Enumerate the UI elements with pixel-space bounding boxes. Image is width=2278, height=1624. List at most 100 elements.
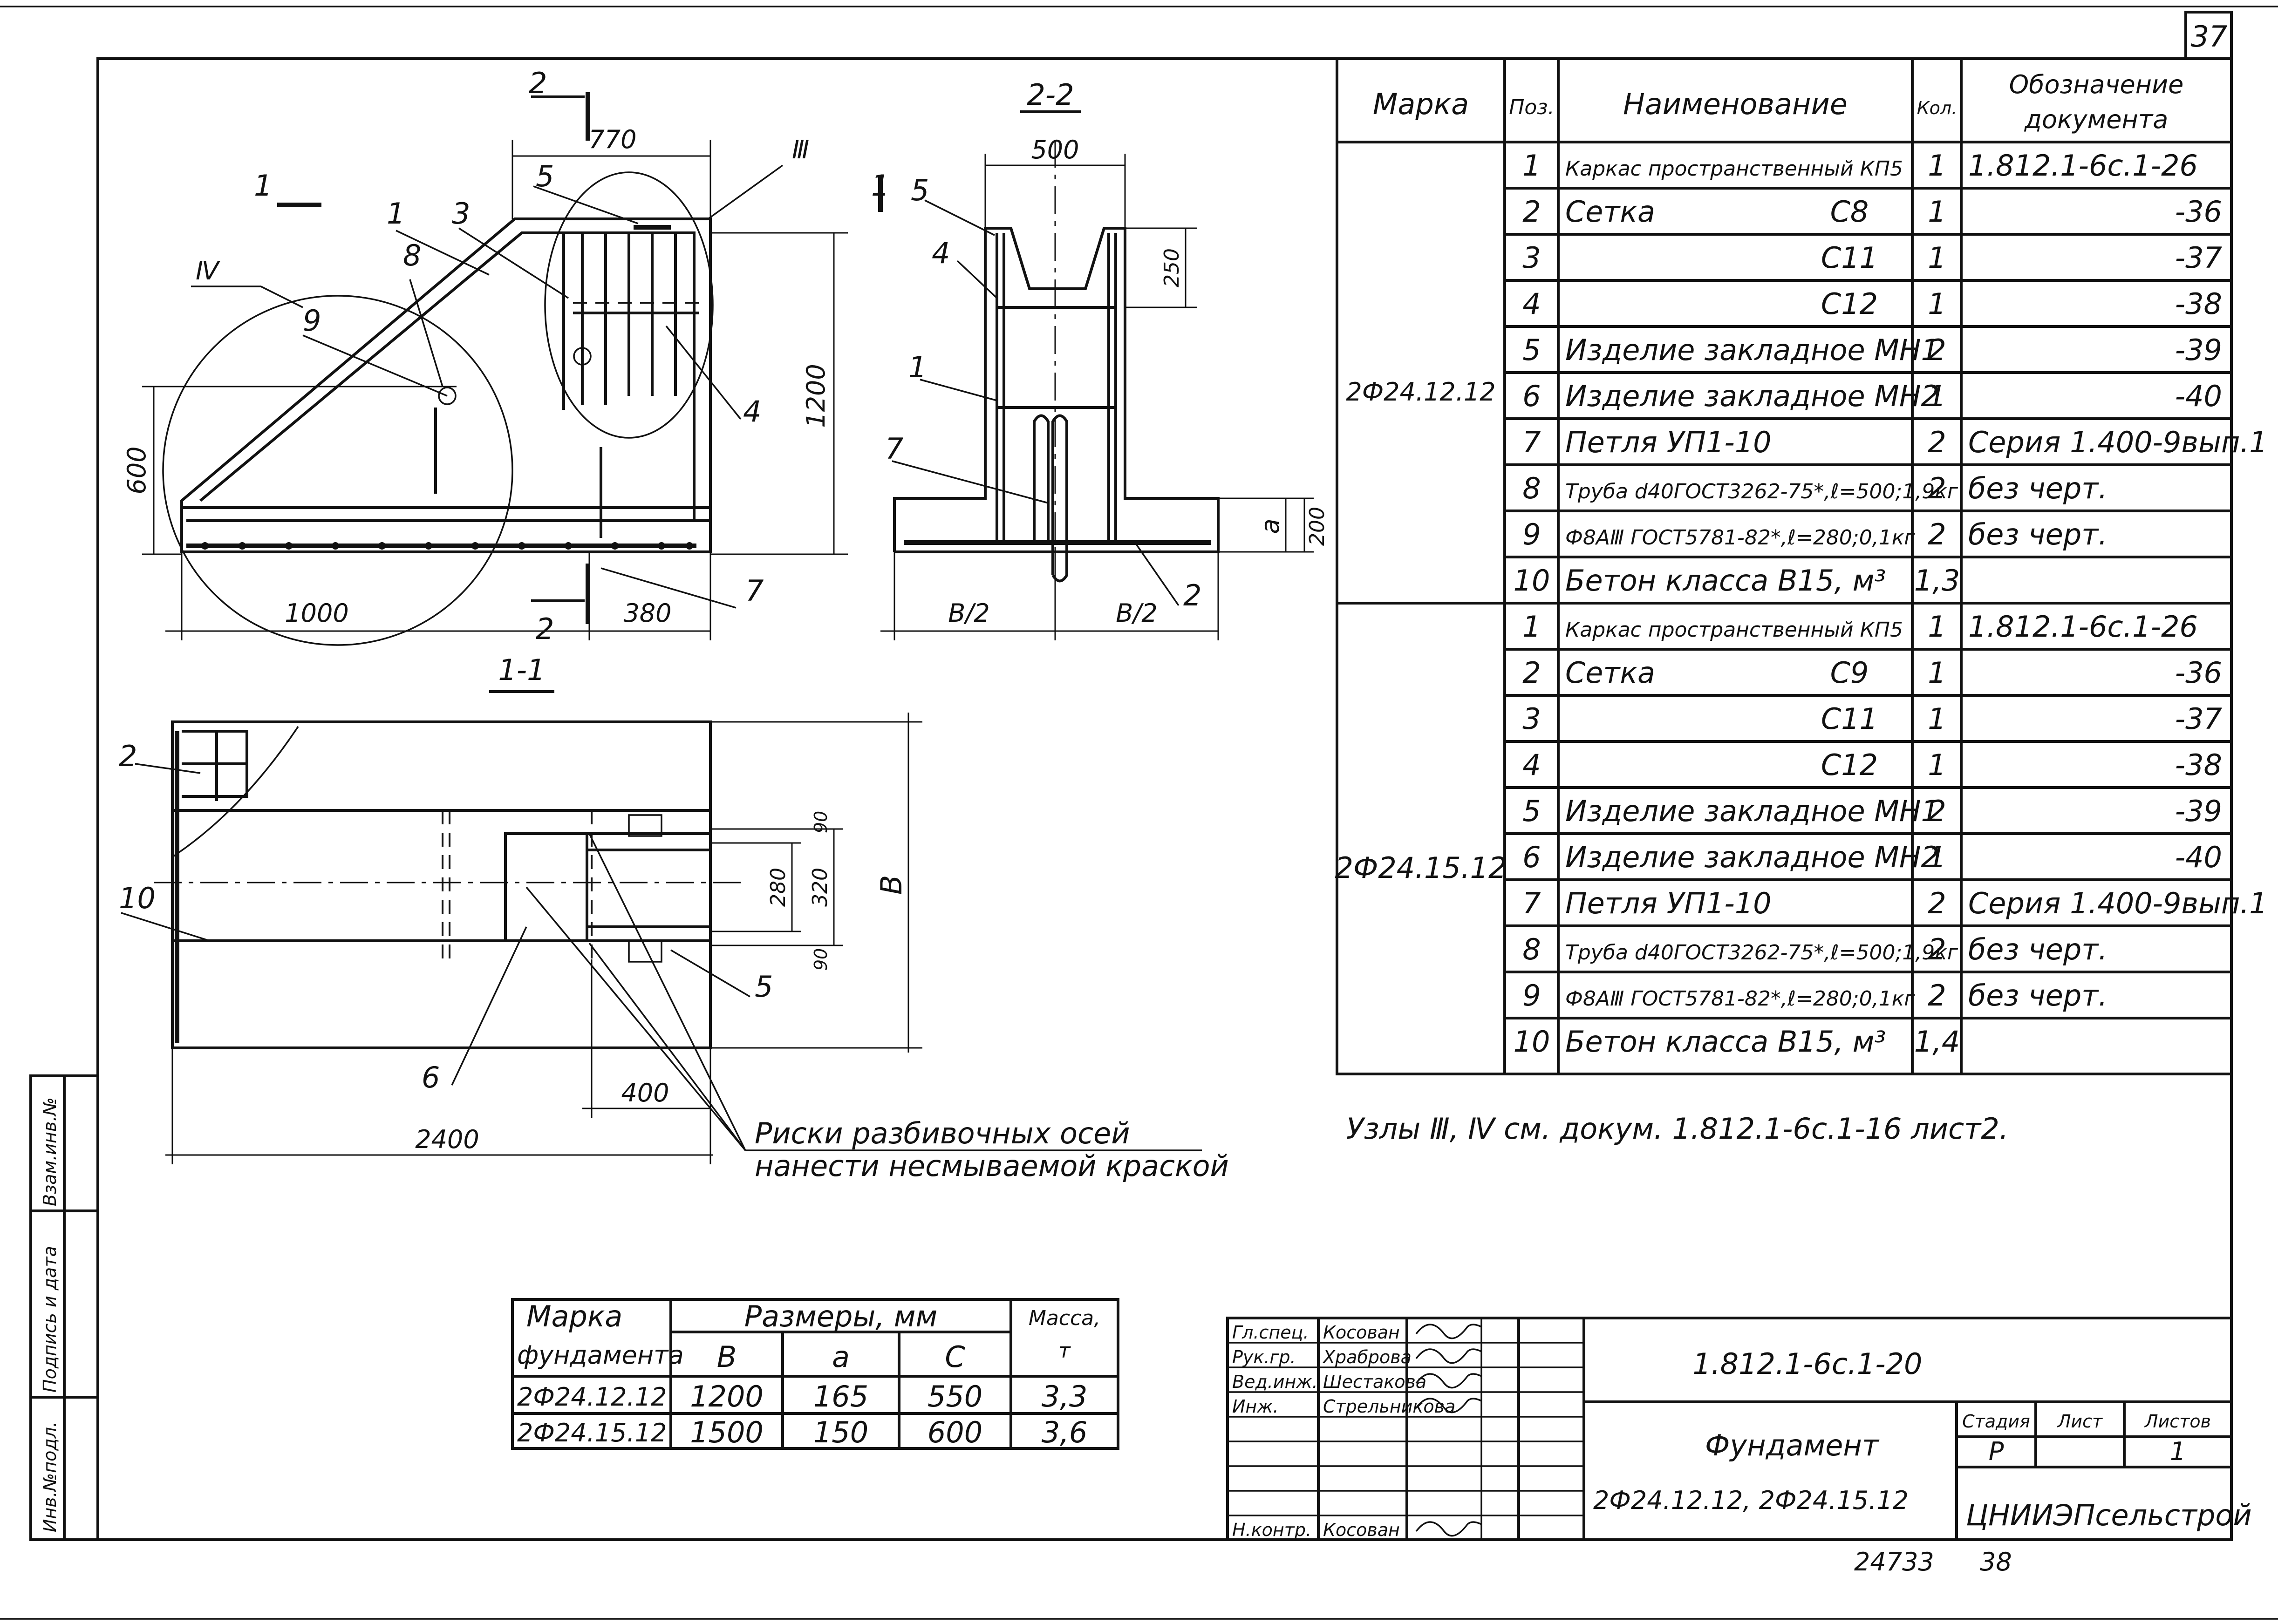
spec-cell-name: Ф8АⅢ ГОСТ5781-82*,ℓ=280;0,1кг <box>1565 526 1915 550</box>
sec11-pos-6: 6 <box>422 1060 440 1094</box>
cage-detail <box>562 225 699 410</box>
spec-cell-doc: -38 <box>2175 748 2222 782</box>
inv-number-left: 24733 <box>1854 1547 1934 1576</box>
spec-cell-qty: 2 <box>1928 886 1946 920</box>
spec-cell-pos: 1 <box>1522 149 1541 183</box>
spec-cell-qty: 1 <box>1928 379 1946 413</box>
section-22-title: 2-2 <box>1027 78 1074 112</box>
spec-cell-doc: -39 <box>2175 333 2222 367</box>
spec-cell-name: Изделие закладное МН1 <box>1565 794 1939 828</box>
spec-group-mark-2: 2Ф24.15.12 <box>1335 851 1507 885</box>
tb-h-sheets: Листов <box>2144 1411 2211 1432</box>
sec11-pos-10: 10 <box>119 881 156 915</box>
section-11-title: 1-1 <box>498 653 545 687</box>
sec22-pos-1: 1 <box>908 350 927 384</box>
dt-r2-a: 150 <box>813 1415 868 1449</box>
spec-cell-doc: -36 <box>2175 195 2222 229</box>
section-mark-2-bottom: 2 <box>536 612 554 646</box>
spec-cell-name: Бетон класса В15, м³ <box>1565 564 1886 598</box>
spec-cell-extra: С11 <box>1821 241 1878 275</box>
spec-cell-extra: С9 <box>1830 656 1869 690</box>
dims-table: Марка фундамента Размеры, мм Масса, т B … <box>511 1298 1119 1450</box>
sec22-dim-250: 250 <box>1160 248 1184 287</box>
sec22-dim-a: a <box>1255 518 1285 534</box>
spec-cell-pos: 10 <box>1514 564 1550 598</box>
sec11-note-line1: Риски разбивочных осей <box>755 1116 1130 1150</box>
dt-r2-mark: 2Ф24.15.12 <box>517 1418 667 1447</box>
tb-person-name: Шестакова <box>1323 1372 1426 1392</box>
spec-cell-name: Бетон класса В15, м³ <box>1565 1025 1886 1059</box>
node-iv-label: Ⅳ <box>196 256 220 285</box>
node-iii-circle <box>544 171 714 439</box>
plan-pos-7: 7 <box>745 574 764 608</box>
tb-person-name: Косован <box>1323 1520 1400 1540</box>
sec22-pos-2: 2 <box>1183 578 1201 612</box>
spec-h-name: Наименование <box>1623 87 1848 121</box>
spec-cell-pos: 6 <box>1522 840 1541 874</box>
dim-600: 600 <box>122 446 151 494</box>
spec-cell-pos: 7 <box>1522 886 1541 920</box>
plan-pos-5: 5 <box>536 159 554 193</box>
spec-cell-pos: 3 <box>1522 702 1541 736</box>
spec-cell-name: Ф8АⅢ ГОСТ5781-82*,ℓ=280;0,1кг <box>1565 987 1915 1011</box>
spec-cell-qty: 1 <box>1928 241 1946 275</box>
tb-person-role: Инж. <box>1232 1396 1279 1417</box>
dt-h-mark1: Марка <box>526 1299 622 1333</box>
spec-cell-doc: -39 <box>2175 794 2222 828</box>
node-iii-label: Ⅲ <box>792 135 809 164</box>
spec-cell-doc: без черт. <box>1968 471 2107 505</box>
spec-cell-qty: 2 <box>1928 471 1946 505</box>
tb-h-stage: Стадия <box>1962 1411 2030 1432</box>
spec-cell-pos: 7 <box>1522 425 1541 459</box>
spec-cell-doc: 1.812.1-6с.1-26 <box>1968 149 2198 183</box>
spec-cell-qty: 1 <box>1928 287 1946 321</box>
spec-cell-doc: Серия 1.400-9вып.1 <box>1968 886 2268 920</box>
spec-cell-name: Каркас пространственный КП5 <box>1565 157 1903 181</box>
spec-cell-qty: 1 <box>1928 748 1946 782</box>
section-2-2: 2-2 500 250 a 200 B/2 B/2 <box>880 78 1329 640</box>
dim-770: 770 <box>588 125 636 154</box>
plan-view: 2 2 1 1 770 1000 380 1200 600 Ⅲ Ⅳ <box>122 66 889 646</box>
spec-cell-doc: -40 <box>2175 840 2222 874</box>
spec-h-qty: Кол. <box>1917 98 1957 118</box>
tb-code: 1.812.1-6с.1-20 <box>1693 1347 1923 1381</box>
pipe-mark-2 <box>438 387 457 405</box>
spec-cell-doc: -40 <box>2175 379 2222 413</box>
spec-cell-doc: Серия 1.400-9вып.1 <box>1968 425 2268 459</box>
plan-pos-1: 1 <box>387 197 405 231</box>
sec11-dim-400: 400 <box>621 1078 669 1108</box>
spec-cell-qty: 1 <box>1928 702 1946 736</box>
spec-cell-pos: 9 <box>1522 517 1541 551</box>
spec-cell-extra: С12 <box>1821 287 1878 321</box>
tb-person-role: Вед.инж. <box>1232 1372 1318 1392</box>
spec-cell-name: Петля УП1-10 <box>1565 886 1772 920</box>
sec11-dim-2400: 2400 <box>415 1125 479 1154</box>
spec-cell-qty: 1 <box>1928 656 1946 690</box>
plan-pos-8: 8 <box>403 238 421 272</box>
tb-signature-icon <box>1415 1398 1482 1413</box>
spec-cell-name: Изделие закладное МН1 <box>1565 333 1939 367</box>
spec-cell-pos: 5 <box>1522 794 1541 828</box>
spec-cell-qty: 1 <box>1928 195 1946 229</box>
plan-pos-9: 9 <box>303 304 321 338</box>
spec-cell-pos: 8 <box>1522 932 1541 966</box>
sec11-dim-320: 320 <box>808 868 832 907</box>
side-stamp: Инв.№подл. Подпись и дата Взам.инв.№ <box>29 1074 99 1541</box>
sec11-dim-90b: 90 <box>811 948 831 971</box>
spec-cell-pos: 4 <box>1522 287 1541 321</box>
spec-h-doc1: Обозначение <box>2009 70 2184 99</box>
side-stamp-inv: Инв.№подл. <box>40 1421 60 1532</box>
spec-cell-qty: 1,3 <box>1914 564 1960 598</box>
spec-cell-name: Петля УП1-10 <box>1565 425 1772 459</box>
dt-r1-mark: 2Ф24.12.12 <box>517 1382 667 1412</box>
spec-cell-pos: 2 <box>1522 656 1541 690</box>
sec22-pos-7: 7 <box>885 432 903 466</box>
spec-note: Узлы Ⅲ, Ⅳ см. докум. 1.812.1-6с.1-16 лис… <box>1346 1112 2009 1146</box>
side-stamp-vzam: Взам.инв.№ <box>40 1097 60 1206</box>
tb-subtitle: 2Ф24.12.12, 2Ф24.15.12 <box>1593 1486 1909 1515</box>
dim-1000: 1000 <box>285 598 348 628</box>
dt-r2-C: 600 <box>928 1415 982 1449</box>
dt-h-mark2: фундамента <box>517 1340 684 1370</box>
rebar-dots <box>201 542 693 550</box>
